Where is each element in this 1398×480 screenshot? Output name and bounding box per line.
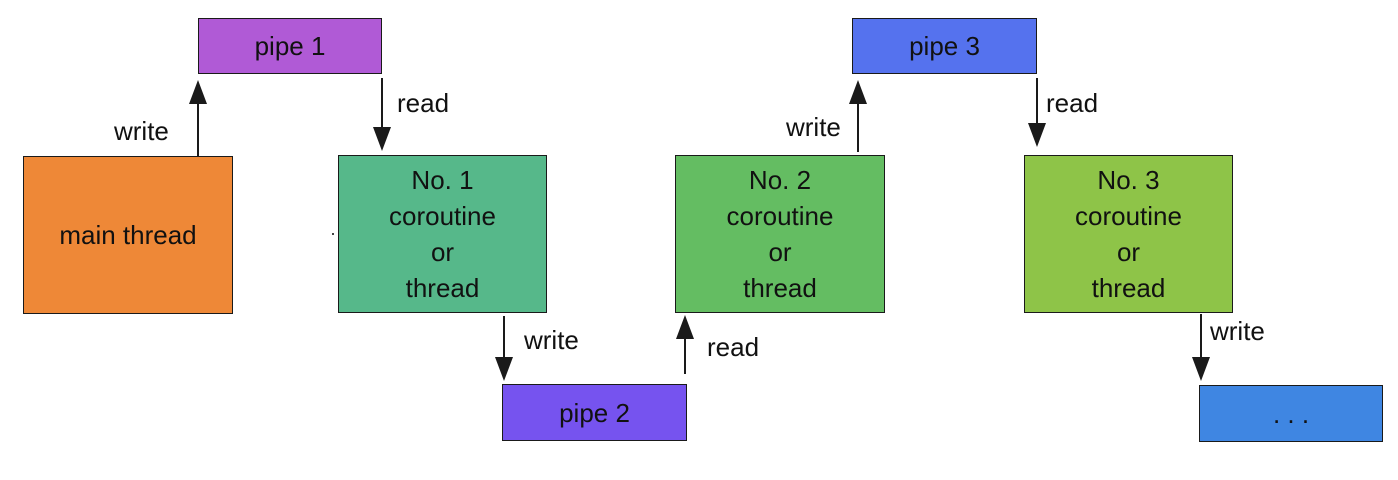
edge-label-node1-to-pipe2: write xyxy=(524,325,579,355)
node-2-line-2: coroutine xyxy=(726,201,834,231)
arrowhead-pipe2-to-node2 xyxy=(676,315,694,339)
edge-label-pipe1-to-node1: read xyxy=(397,88,450,118)
stray-dot xyxy=(332,233,334,235)
arrowhead-pipe3-to-node3 xyxy=(1028,123,1046,147)
pipe-more-label: . . . xyxy=(1272,398,1310,429)
node-3-line-2: coroutine xyxy=(1075,201,1182,231)
node-2-line-4: thread xyxy=(743,273,817,303)
edge-label-node3-to-more: write xyxy=(1210,316,1265,346)
edge-label-node2-to-pipe3: write xyxy=(786,112,841,142)
pipe-1-box: pipe 1 xyxy=(198,18,382,74)
node-1-line-4: thread xyxy=(405,273,480,303)
pipe-3-box: pipe 3 xyxy=(852,18,1037,74)
arrowhead-main-to-pipe1 xyxy=(189,80,207,104)
arrowhead-node2-to-pipe3 xyxy=(849,80,867,104)
edge-label-pipe3-to-node3: read xyxy=(1046,88,1099,118)
pipe-more-box: . . . xyxy=(1199,385,1383,442)
arrowhead-node3-to-more xyxy=(1192,357,1210,381)
main-thread-box: main thread xyxy=(23,156,233,314)
arrowhead-node1-to-pipe2 xyxy=(495,357,513,381)
node-1-line-3: or xyxy=(430,237,455,267)
node-2-box: No. 2 coroutine or thread xyxy=(675,155,885,313)
pipe-3-label: pipe 3 xyxy=(909,31,980,61)
node-2-line-1: No. 2 xyxy=(748,165,812,195)
pipe-2-box: pipe 2 xyxy=(502,384,687,441)
node-1-box: No. 1 coroutine or thread xyxy=(338,155,547,313)
pipe-1-label: pipe 1 xyxy=(254,31,326,61)
node-2-line-3: or xyxy=(768,237,792,267)
pipe-2-label: pipe 2 xyxy=(559,397,630,428)
node-3-line-4: thread xyxy=(1091,273,1166,303)
node-3-box: No. 3 coroutine or thread xyxy=(1024,155,1233,313)
arrowhead-pipe1-to-node1 xyxy=(373,127,391,151)
node-1-line-2: coroutine xyxy=(389,201,496,231)
node-3-line-1: No. 3 xyxy=(1097,165,1160,195)
edge-label-main-to-pipe1: write xyxy=(114,116,169,146)
edge-label-pipe2-to-node2: read xyxy=(707,332,760,362)
node-1-line-1: No. 1 xyxy=(411,165,474,195)
node-3-line-3: or xyxy=(1116,237,1141,267)
main-thread-label: main thread xyxy=(59,220,197,250)
